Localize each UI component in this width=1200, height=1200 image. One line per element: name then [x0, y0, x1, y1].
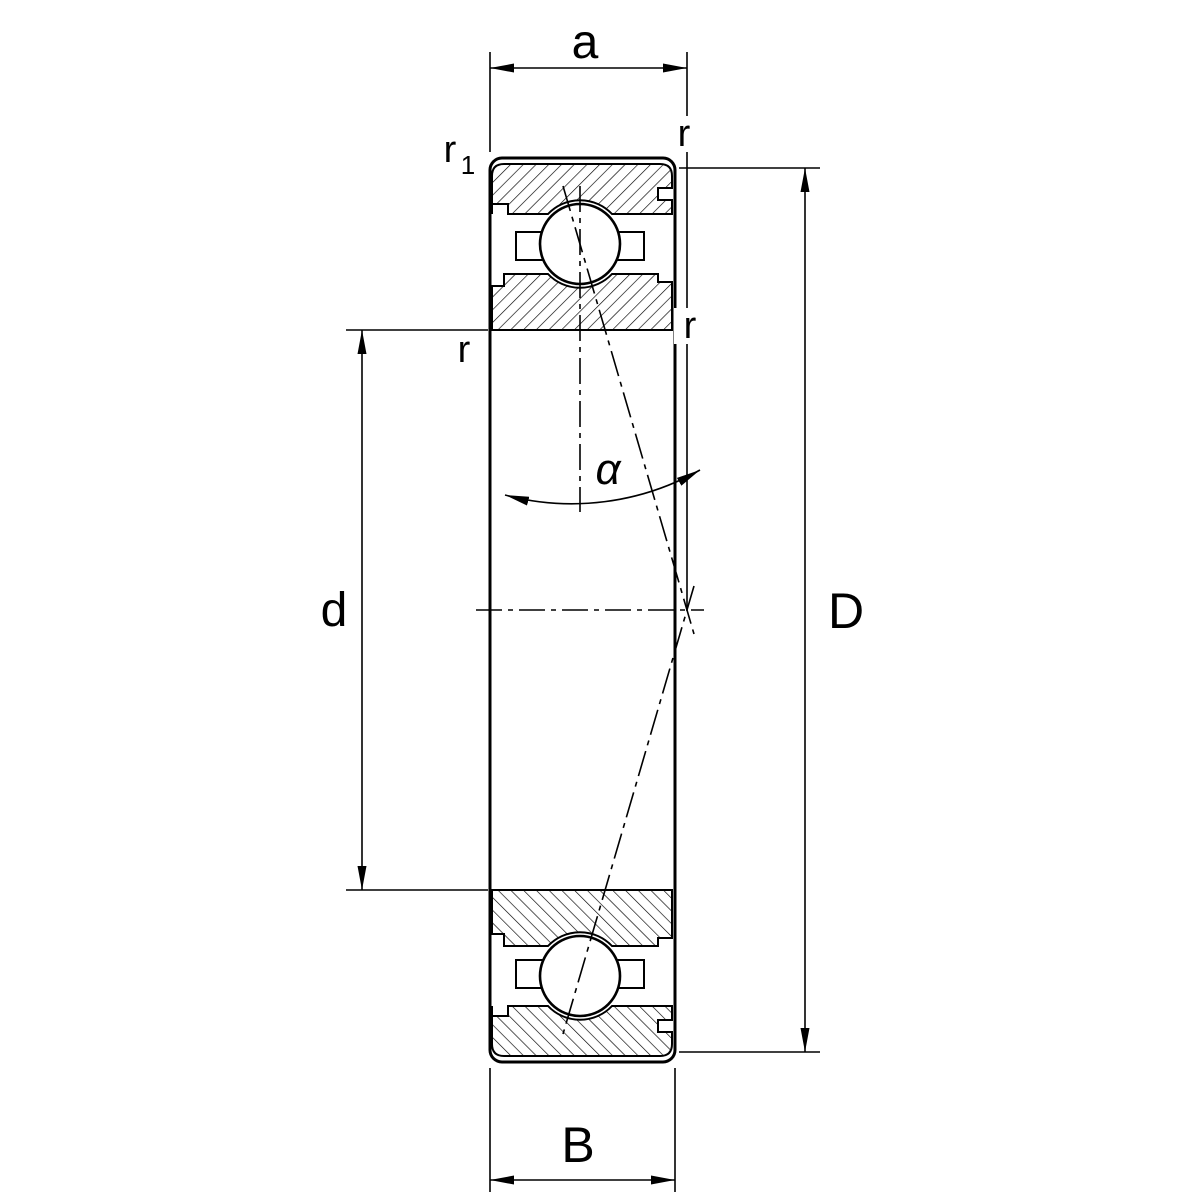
r-mid-right-label: r	[684, 305, 697, 347]
top-bearing-section	[490, 162, 674, 332]
contact-line-lower	[562, 585, 695, 1035]
r1-label: r	[444, 129, 457, 171]
r-mid-left-label: r	[458, 329, 471, 371]
alpha-arc	[504, 469, 701, 506]
dimension-D: D	[679, 167, 864, 1053]
contact-line-upper	[562, 185, 695, 635]
contact-angle-annotation: α	[504, 445, 701, 506]
d-label: d	[321, 584, 348, 637]
a-label: a	[572, 16, 599, 69]
D-label: D	[828, 583, 864, 639]
bottom-bearing-section	[490, 888, 674, 1058]
r1-subscript: 1	[461, 150, 475, 180]
r-mid-right-backing	[674, 308, 706, 344]
chamfer-labels: r 1 r r r	[444, 113, 706, 371]
alpha-label: α	[595, 445, 622, 494]
dimension-d: d	[321, 329, 488, 891]
r-top-right-label: r	[678, 113, 691, 155]
dimension-B: B	[489, 1068, 676, 1192]
B-label: B	[561, 1117, 594, 1173]
r-top-right-backing	[670, 116, 700, 152]
